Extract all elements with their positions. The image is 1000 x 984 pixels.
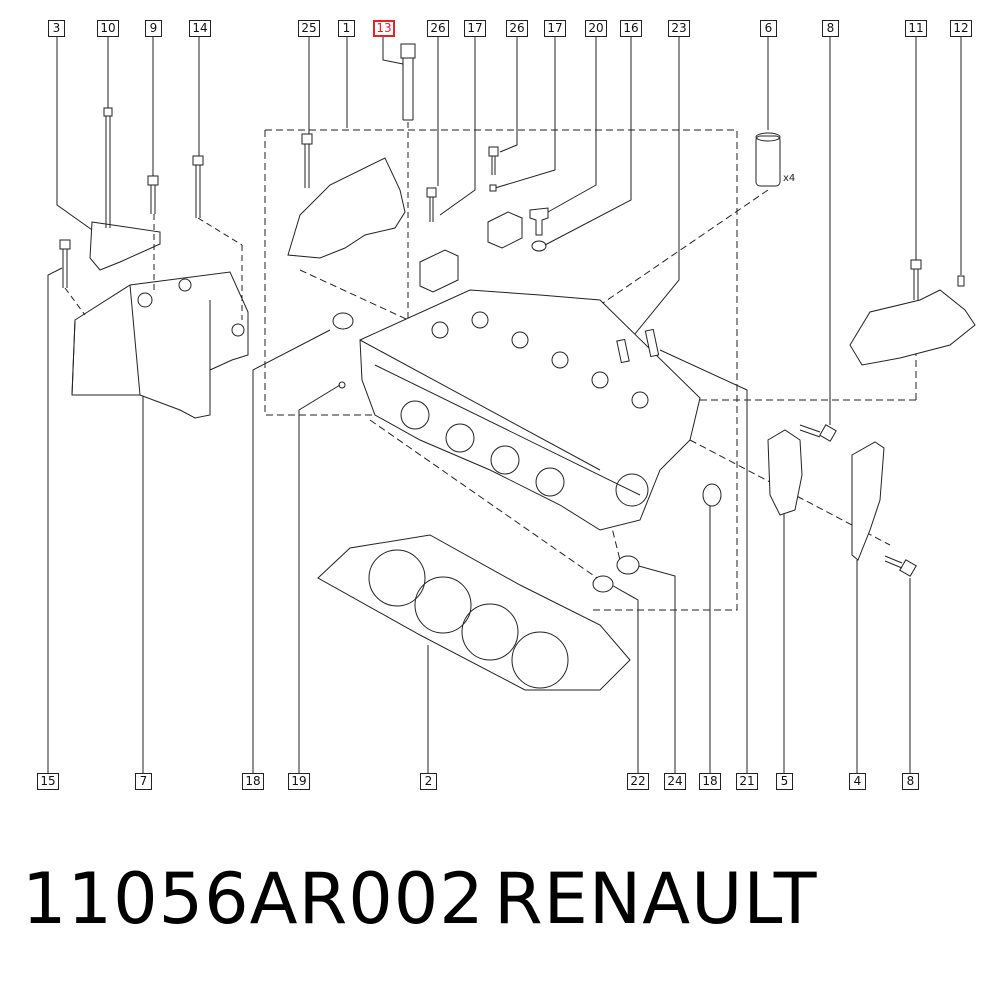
plate-5 [767,429,803,516]
bearing-cap-mid [487,211,523,249]
bolt-25 [301,133,313,188]
callout-26[interactable]: 26 [427,20,449,37]
callout-8[interactable]: 8 [822,20,839,37]
bolt-14 [192,155,204,218]
callout-18[interactable]: 18 [242,773,264,790]
bolt-10 [103,107,113,228]
timing-guide-4 [851,441,885,561]
leader-lines-top [56,37,962,425]
callout-12[interactable]: 12 [950,20,972,37]
pin-12 [957,275,965,287]
bolt-26-b [488,146,499,175]
tappet-20 [529,207,549,236]
quantity-note: x4 [783,173,796,184]
callout-16[interactable]: 16 [620,20,642,37]
engine-mount-bracket-7 [71,271,249,419]
callout-2[interactable]: 2 [420,773,437,790]
callout-18-b[interactable]: 18 [699,773,721,790]
head-gasket-2 [317,534,631,691]
callout-17[interactable]: 17 [464,20,486,37]
pin-19 [338,381,346,389]
callout-13-highlighted[interactable]: 13 [373,20,395,37]
bolt-9 [147,175,159,214]
brand-name: RENAULT [494,858,818,940]
callout-21[interactable]: 21 [736,773,758,790]
bolt-13 [400,43,416,121]
callout-26-b[interactable]: 26 [506,20,528,37]
callout-8-b[interactable]: 8 [902,773,919,790]
callout-6[interactable]: 6 [760,20,777,37]
assembly-frame [265,129,738,611]
callout-9[interactable]: 9 [145,20,162,37]
side-cover [849,289,976,366]
callout-14[interactable]: 14 [189,20,211,37]
callout-5[interactable]: 5 [776,773,793,790]
dowel-6 [755,132,781,187]
callout-4[interactable]: 4 [849,773,866,790]
bracket-3 [89,221,161,271]
callout-7[interactable]: 7 [135,773,152,790]
callout-17-b[interactable]: 17 [544,20,566,37]
callout-22[interactable]: 22 [627,773,649,790]
callout-19[interactable]: 19 [288,773,310,790]
bolt-11 [910,259,922,300]
callout-25[interactable]: 25 [298,20,320,37]
part-number: 11056AR002 [22,858,485,940]
cylinder-head-1 [359,289,701,531]
callout-20[interactable]: 20 [585,20,607,37]
plug-24 [616,555,640,575]
seal-18-b [702,483,722,507]
seal-16 [531,240,547,252]
bolt-8-a [799,424,837,442]
callout-23[interactable]: 23 [668,20,690,37]
callout-1[interactable]: 1 [338,20,355,37]
callout-24[interactable]: 24 [664,773,686,790]
callout-11[interactable]: 11 [905,20,927,37]
dowel-pins-21 [616,328,660,364]
bolt-8-b [884,555,917,577]
bearing-cap-left [419,249,459,293]
callout-3[interactable]: 3 [48,20,65,37]
bolt-26-a [426,187,437,222]
cam-cover-25 [287,157,406,259]
plug-18-a [332,312,354,330]
bolt-15 [59,239,71,288]
leader-lines-bottom [47,267,911,773]
callout-15[interactable]: 15 [37,773,59,790]
callout-10[interactable]: 10 [97,20,119,37]
plug-22 [592,575,614,593]
